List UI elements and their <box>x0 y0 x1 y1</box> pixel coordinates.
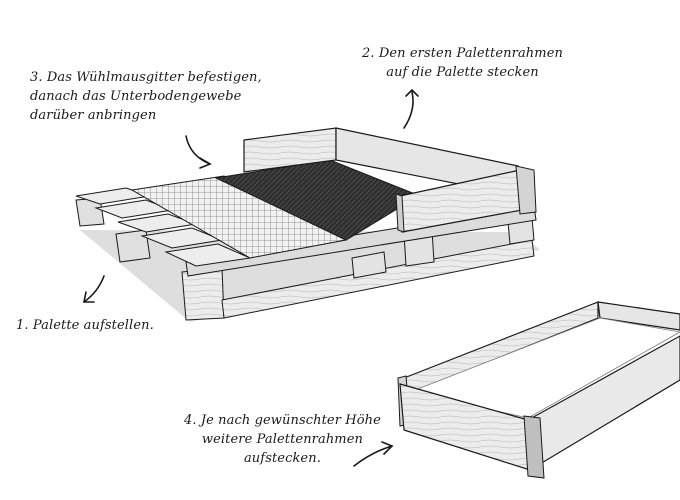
step4-label: 4. Je nach gewünschter Höhe weitere Pale… <box>184 411 381 468</box>
step2-line-2: auf die Palette stecken <box>386 65 539 80</box>
arrow-step2 <box>403 88 419 129</box>
step3-label: 3. Das Wühlmausgitter befestigen, danach… <box>30 68 262 125</box>
step1-label: 1. Palette aufstellen. <box>16 316 154 335</box>
step2-label: 2. Den ersten Palettenrahmen auf die Pal… <box>362 44 563 82</box>
step4-line-3: aufstecken. <box>243 451 321 466</box>
step2-line-1: 2. Den ersten Palettenrahmen <box>362 46 563 61</box>
additional-frame <box>397 301 680 479</box>
arrow-step3 <box>185 135 212 169</box>
step4-line-2: weitere Palettenrahmen <box>201 432 364 447</box>
frame-side-wall <box>395 193 405 233</box>
step1-line-1: 1. Palette aufstellen. <box>16 318 154 333</box>
pallet-with-frame <box>75 127 540 322</box>
arrow-step1 <box>83 275 105 303</box>
step3-line-1: 3. Das Wühlmausgitter befestigen, <box>30 70 262 85</box>
step3-line-3: darüber anbringen <box>30 108 157 123</box>
arrows <box>83 88 419 467</box>
step4-line-1: 4. Je nach gewünschter Höhe <box>184 413 381 428</box>
pallet-block <box>351 251 387 279</box>
arrow-step4 <box>353 441 394 467</box>
pallet-block <box>115 229 151 263</box>
step3-line-2: danach das Unterbodengewebe <box>30 89 242 104</box>
frame-corner-post <box>515 165 537 215</box>
